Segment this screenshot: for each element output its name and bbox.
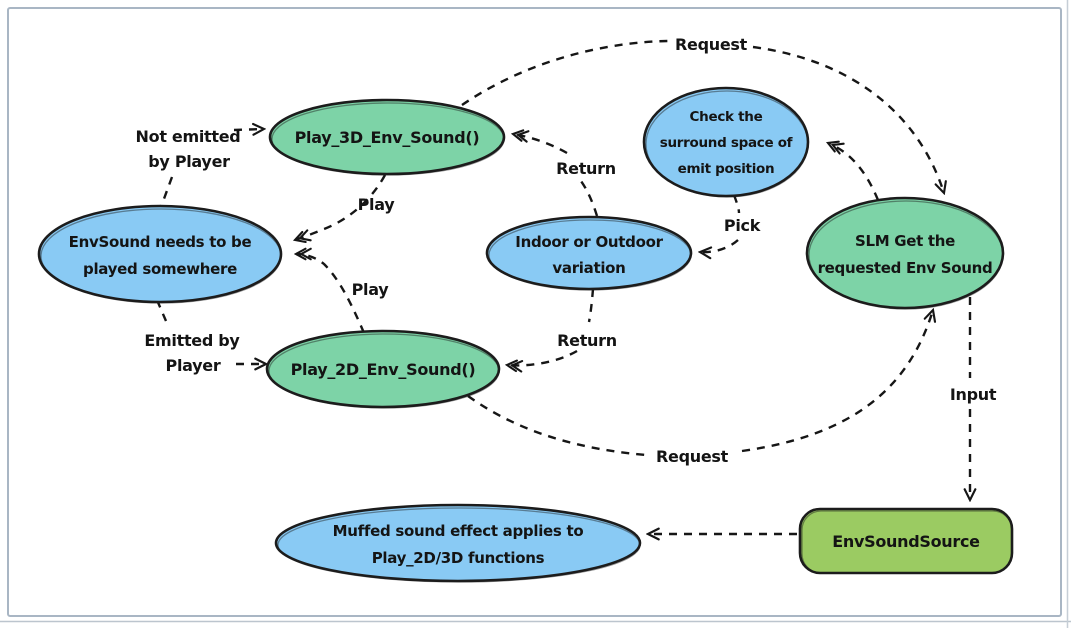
node-label-line1: Muffed sound effect applies to — [333, 522, 584, 540]
nodes: Play_3D_Env_Sound() Check the surround s… — [37, 86, 1014, 583]
edge-slm-to-check — [828, 143, 880, 201]
node-label-line1: Indoor or Outdoor — [515, 233, 663, 251]
edge-check-to-pick — [732, 194, 741, 214]
edge-play3d-request-left — [461, 39, 669, 106]
node-label: Play_3D_Env_Sound() — [295, 128, 480, 147]
edge-labels: Not emitted by Player Emitted by Player … — [136, 35, 998, 466]
edge-return-to-play3d — [513, 134, 568, 155]
node-envsound-needs-played: EnvSound needs to be played somewhere — [37, 204, 283, 304]
edge-not-emitted-to-play3d — [233, 129, 264, 130]
node-envsoundsource: EnvSoundSource — [798, 507, 1014, 575]
node-play-3d-env-sound: Play_3D_Env_Sound() — [268, 98, 506, 176]
node-label-line2: Play_2D/3D functions — [372, 549, 545, 567]
sketch-outline — [645, 90, 809, 198]
label-return-bottom: Return — [557, 331, 617, 350]
node-label-line2: played somewhere — [83, 260, 237, 278]
label-play-top: Play — [358, 195, 396, 214]
label-not-emitted-line2: by Player — [148, 152, 230, 171]
edges — [155, 39, 970, 534]
edge-play2d-request-left — [467, 395, 647, 457]
node-label-line2: variation — [552, 259, 625, 277]
node-label: Play_2D_Env_Sound() — [291, 360, 476, 379]
edge-play3d-to-envsound-play — [295, 174, 387, 240]
node-label: EnvSoundSource — [832, 532, 980, 551]
label-request-bottom: Request — [656, 447, 729, 466]
label-input: Input — [950, 385, 997, 404]
edge-indoor-to-return-top — [580, 180, 599, 217]
node-label-line1: Check the — [690, 109, 763, 125]
edge-envsound-to-emitted — [155, 299, 168, 322]
edge-indoor-to-return-bottom — [587, 288, 595, 323]
node-slm-get-requested-env-sound: SLM Get the requested Env Sound — [805, 196, 1005, 310]
edge-pick-to-indoor — [700, 239, 739, 252]
sketch-outline — [488, 219, 692, 291]
node-label-line3: emit position — [678, 161, 775, 177]
sketch-outline — [271, 102, 505, 176]
page-frame — [7, 7, 1062, 617]
sketch-outline — [268, 333, 500, 409]
node-play-2d-env-sound: Play_2D_Env_Sound() — [265, 329, 501, 409]
edge-play2d-to-envsound-play — [296, 254, 366, 334]
node-label-line1: EnvSound needs to be — [69, 233, 252, 251]
label-play-bottom: Play — [352, 280, 390, 299]
node-label-line2: requested Env Sound — [818, 259, 993, 277]
edge-envsound-to-not-emitted — [159, 176, 174, 208]
sketch-outline — [40, 208, 282, 304]
sketch-outline — [808, 200, 1004, 310]
node-label-line1: SLM Get the — [855, 232, 955, 250]
label-pick: Pick — [724, 216, 761, 235]
label-emitted-line1: Emitted by — [144, 331, 240, 350]
label-request-top: Request — [675, 35, 748, 54]
edge-return-to-play2d — [507, 349, 578, 365]
sketch-outline — [801, 510, 1013, 574]
node-muffed-sound-effect: Muffed sound effect applies to Play_2D/3… — [274, 503, 642, 583]
node-check-surround-space: Check the surround space of emit positio… — [642, 86, 810, 198]
node-indoor-outdoor-variation: Indoor or Outdoor variation — [485, 215, 693, 291]
edge-play2d-request-to-slm — [741, 310, 933, 453]
node-label-line2: surround space of — [660, 135, 793, 151]
sketch-outline — [277, 507, 641, 583]
label-emitted-line2: Player — [166, 356, 221, 375]
edge-play3d-request-to-slm — [752, 45, 944, 193]
label-not-emitted-line1: Not emitted — [136, 127, 241, 146]
label-return-top: Return — [556, 159, 616, 178]
